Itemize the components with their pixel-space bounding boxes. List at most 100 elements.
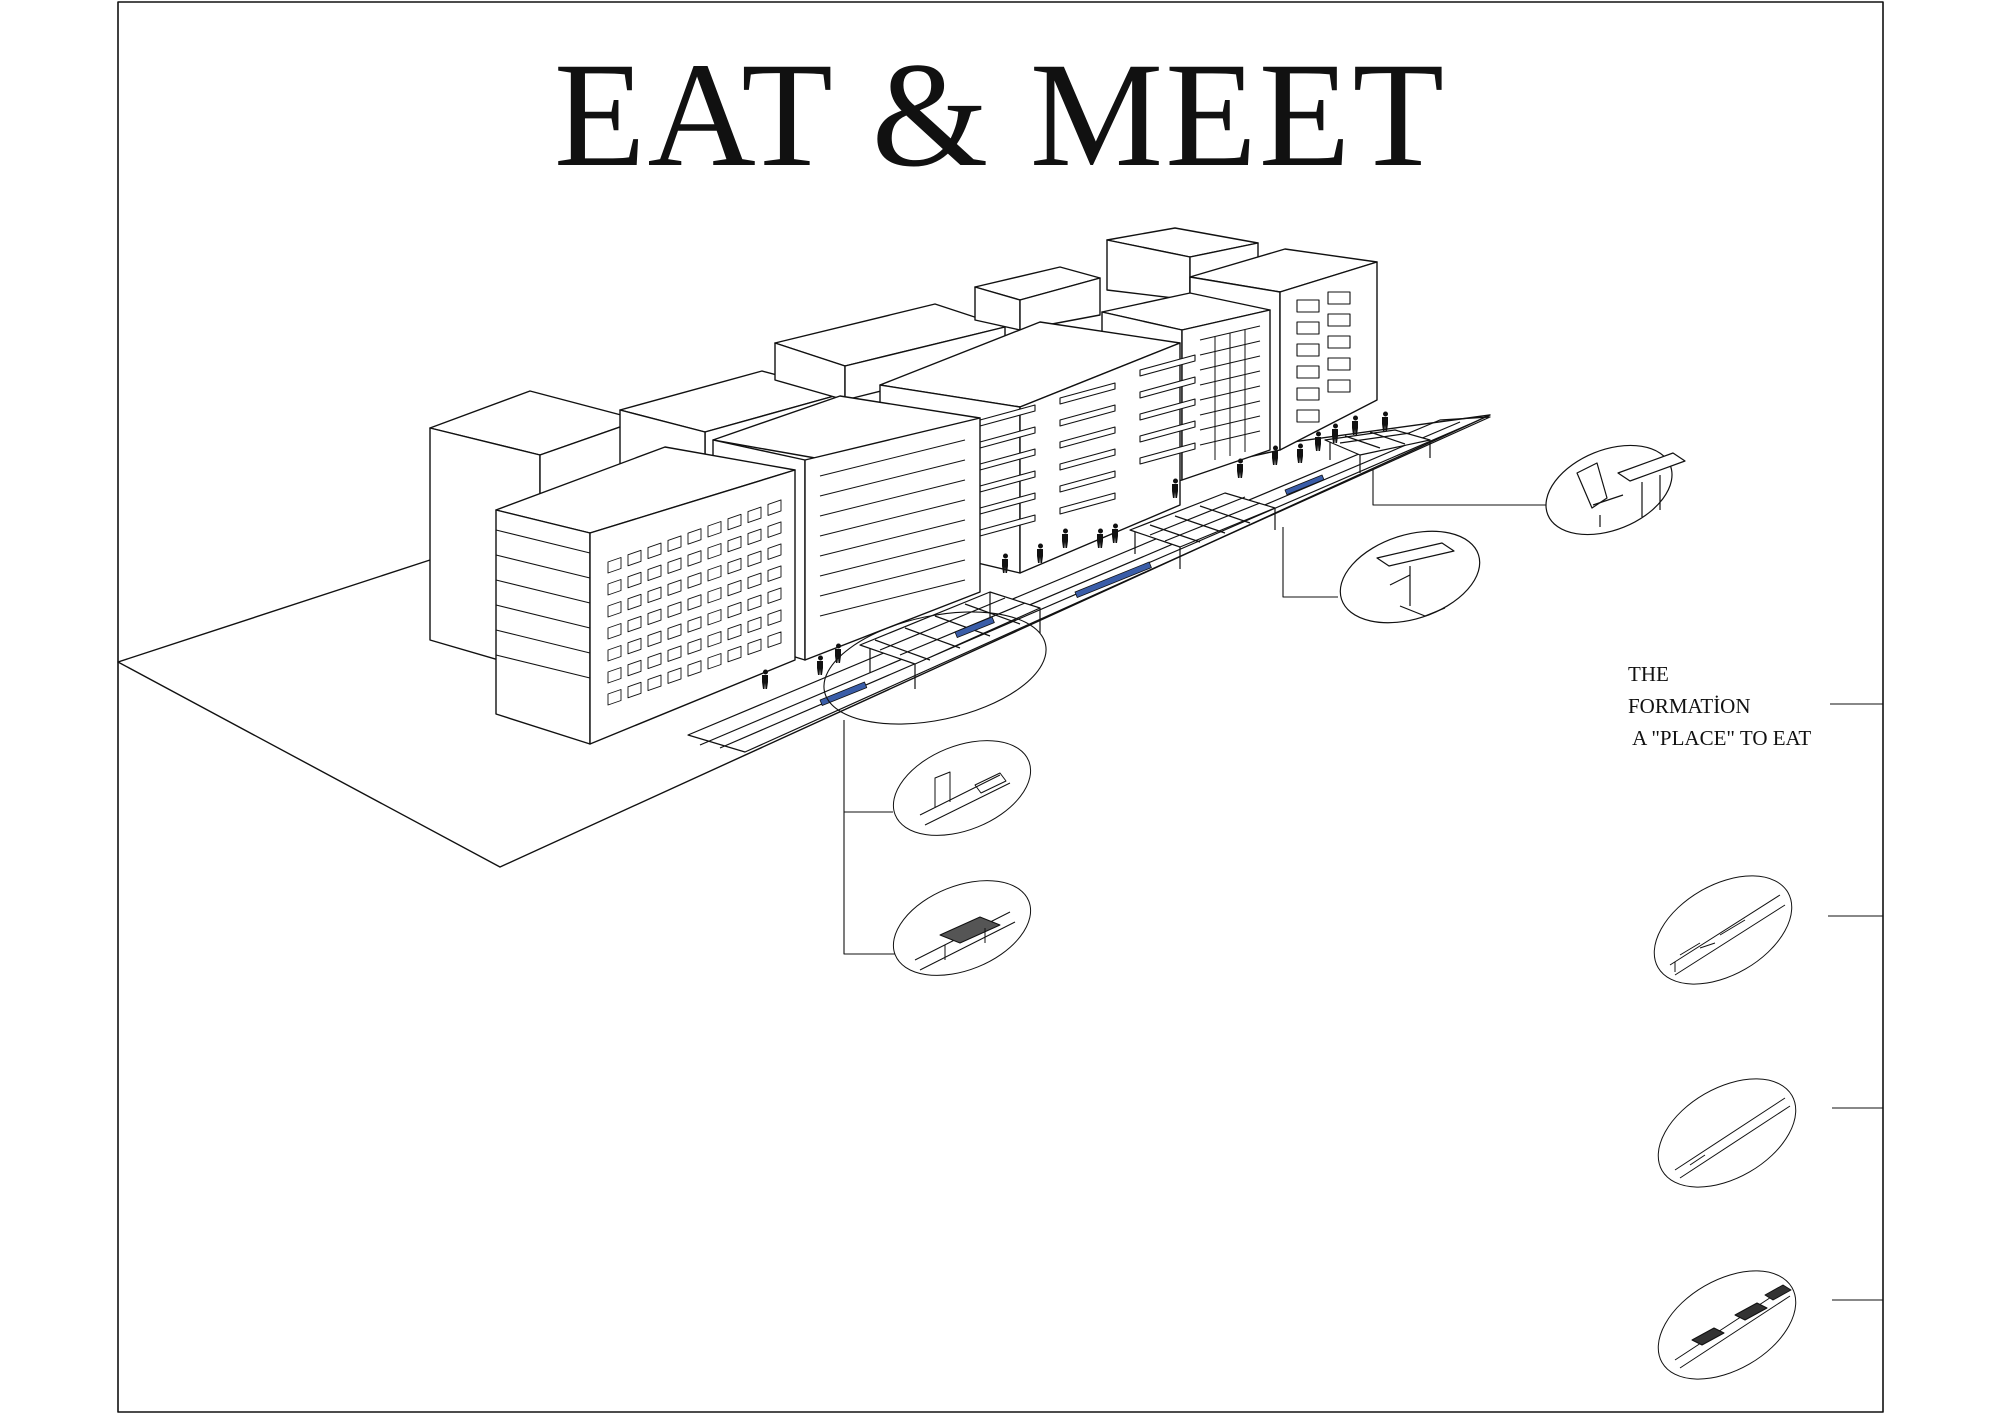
window [767, 565, 782, 582]
ground-plane [117, 414, 1491, 868]
person-figure [1382, 411, 1388, 431]
window [727, 601, 742, 619]
annotation-line-2: FORMATİON [1628, 694, 1751, 718]
striped-side [804, 417, 981, 661]
window [767, 609, 782, 626]
detail-highlight-ellipse [823, 611, 1047, 725]
window [747, 572, 762, 590]
window [667, 601, 682, 618]
person-figure [817, 655, 823, 675]
window [687, 572, 702, 589]
person-figure [1332, 423, 1338, 443]
window [687, 660, 702, 677]
window [647, 652, 662, 670]
window [707, 609, 722, 626]
window [727, 623, 742, 641]
front-left-windows [607, 499, 782, 706]
detail-chair-table [1545, 444, 1686, 536]
right-tower-windows [1296, 291, 1351, 423]
leader-to-details [843, 720, 895, 955]
person-figure [835, 643, 841, 663]
annotation-line-3: A "PLACE" TO EAT [1628, 726, 1812, 750]
window [707, 653, 722, 670]
window [767, 543, 782, 560]
window [667, 557, 682, 574]
person-figure [1297, 443, 1303, 463]
window [647, 542, 662, 560]
window [727, 535, 742, 553]
balcony-slabs-front [979, 354, 1196, 537]
window [747, 528, 762, 546]
person-figure [762, 669, 768, 689]
window [747, 550, 762, 568]
glass-strip-2 [1074, 561, 1152, 598]
window [687, 550, 702, 567]
street-strip [687, 416, 1491, 753]
window [687, 616, 702, 633]
window [647, 630, 662, 648]
glass-strip-3 [1284, 474, 1325, 496]
window [647, 586, 662, 604]
window [687, 638, 702, 655]
window [667, 645, 682, 662]
pergola-canopy-1 [859, 591, 1041, 689]
page-title: EAT & MEET [553, 32, 1447, 198]
window [647, 564, 662, 582]
pergola-canopy-3 [1324, 429, 1431, 473]
formation-step-1 [1653, 875, 1793, 985]
window [707, 631, 722, 648]
formation-annotation: THE FORMATİON A "PLACE" TO EAT [1628, 658, 1811, 754]
window [627, 593, 642, 611]
person-figure [1237, 458, 1243, 478]
window [747, 616, 762, 634]
people-figures [762, 411, 1388, 689]
window [727, 645, 742, 663]
person-figure [1002, 553, 1008, 573]
rear-block-4-side [1019, 277, 1101, 331]
window [747, 638, 762, 656]
glass-strip-1 [819, 681, 868, 706]
window [767, 521, 782, 538]
window [727, 557, 742, 575]
mid-right-side [1181, 309, 1271, 481]
annotation-line-1: THE [1628, 662, 1669, 686]
leader-to-bench [1282, 527, 1338, 598]
window [707, 543, 722, 560]
window [767, 631, 782, 648]
window [627, 681, 642, 699]
front-left-band-lines [495, 529, 591, 679]
window [607, 689, 622, 706]
person-figure [1062, 528, 1068, 548]
window [627, 549, 642, 567]
detail-street-1 [892, 740, 1032, 836]
front-left-building [495, 446, 796, 745]
window [667, 667, 682, 684]
window [627, 659, 642, 677]
detail-bench-canopy [1339, 530, 1481, 624]
leader-to-chair [1372, 470, 1546, 506]
window [767, 587, 782, 604]
window [607, 601, 622, 618]
window [607, 645, 622, 662]
sheet-border [117, 1, 1884, 1413]
window [607, 557, 622, 574]
person-figure [1172, 478, 1178, 498]
window [687, 594, 702, 611]
window [667, 623, 682, 640]
window [667, 535, 682, 552]
pergola-canopy-2 [1129, 492, 1276, 569]
window [607, 579, 622, 596]
window [647, 674, 662, 692]
window [707, 565, 722, 582]
person-figure [1352, 415, 1358, 435]
window [727, 513, 742, 531]
window [747, 506, 762, 524]
window [767, 499, 782, 516]
striped-facade-lines [819, 439, 966, 617]
window [687, 528, 702, 545]
formation-step-3 [1657, 1270, 1797, 1380]
window [647, 608, 662, 626]
window [747, 594, 762, 612]
window [627, 615, 642, 633]
